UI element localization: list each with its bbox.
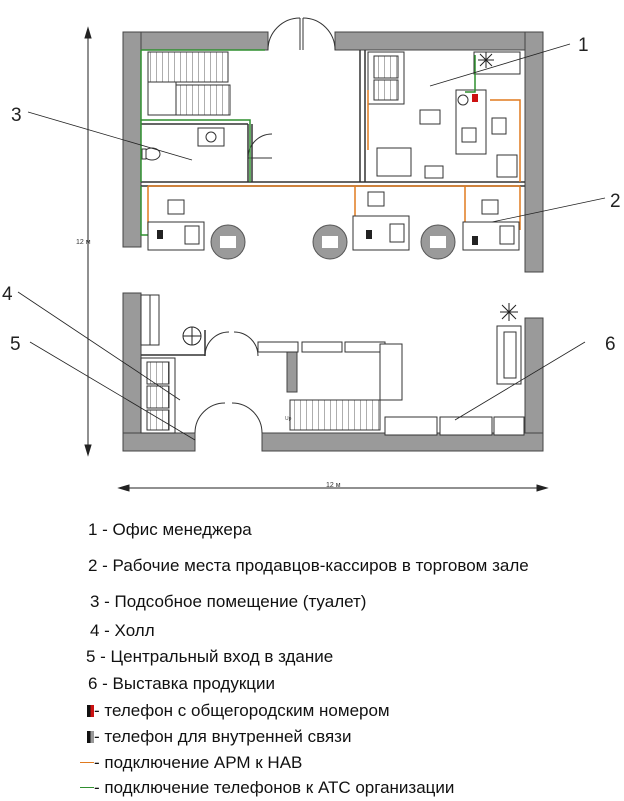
dimension-width bbox=[117, 484, 549, 492]
staircase-top bbox=[147, 51, 231, 116]
toilet bbox=[141, 127, 225, 161]
main-entrance-door[interactable] bbox=[194, 402, 263, 434]
hall-right-sofa bbox=[496, 325, 522, 385]
callout-3: 3 bbox=[11, 105, 22, 126]
callout-leaders bbox=[17, 43, 606, 441]
callout-4: 4 bbox=[2, 284, 13, 305]
plant-icon bbox=[478, 52, 494, 68]
stair-up-label: Up bbox=[285, 416, 292, 422]
workstation-3 bbox=[462, 199, 520, 251]
hall-sofa bbox=[140, 357, 176, 434]
callout-1: 1 bbox=[578, 35, 589, 56]
width-label: 12 м bbox=[326, 482, 341, 489]
callout-5: 5 bbox=[10, 334, 21, 355]
callout-2: 2 bbox=[610, 191, 621, 212]
top-double-door[interactable] bbox=[267, 17, 336, 51]
hall-plant-icon bbox=[182, 326, 202, 346]
inner-double-door[interactable] bbox=[204, 331, 259, 357]
right-plant-icon bbox=[500, 303, 518, 321]
height-label: 12 м bbox=[76, 239, 91, 246]
window-left bbox=[140, 294, 160, 346]
workstation-2 bbox=[352, 191, 410, 251]
workstation-1 bbox=[147, 199, 205, 251]
toilet-door[interactable] bbox=[247, 133, 273, 159]
manager-office-furniture bbox=[367, 51, 521, 179]
dimension-height bbox=[84, 26, 92, 457]
staircase-bottom bbox=[286, 351, 381, 431]
column-marks bbox=[220, 236, 446, 248]
counters bbox=[257, 341, 525, 436]
callout-6: 6 bbox=[605, 334, 616, 355]
phone-icons bbox=[157, 94, 478, 245]
